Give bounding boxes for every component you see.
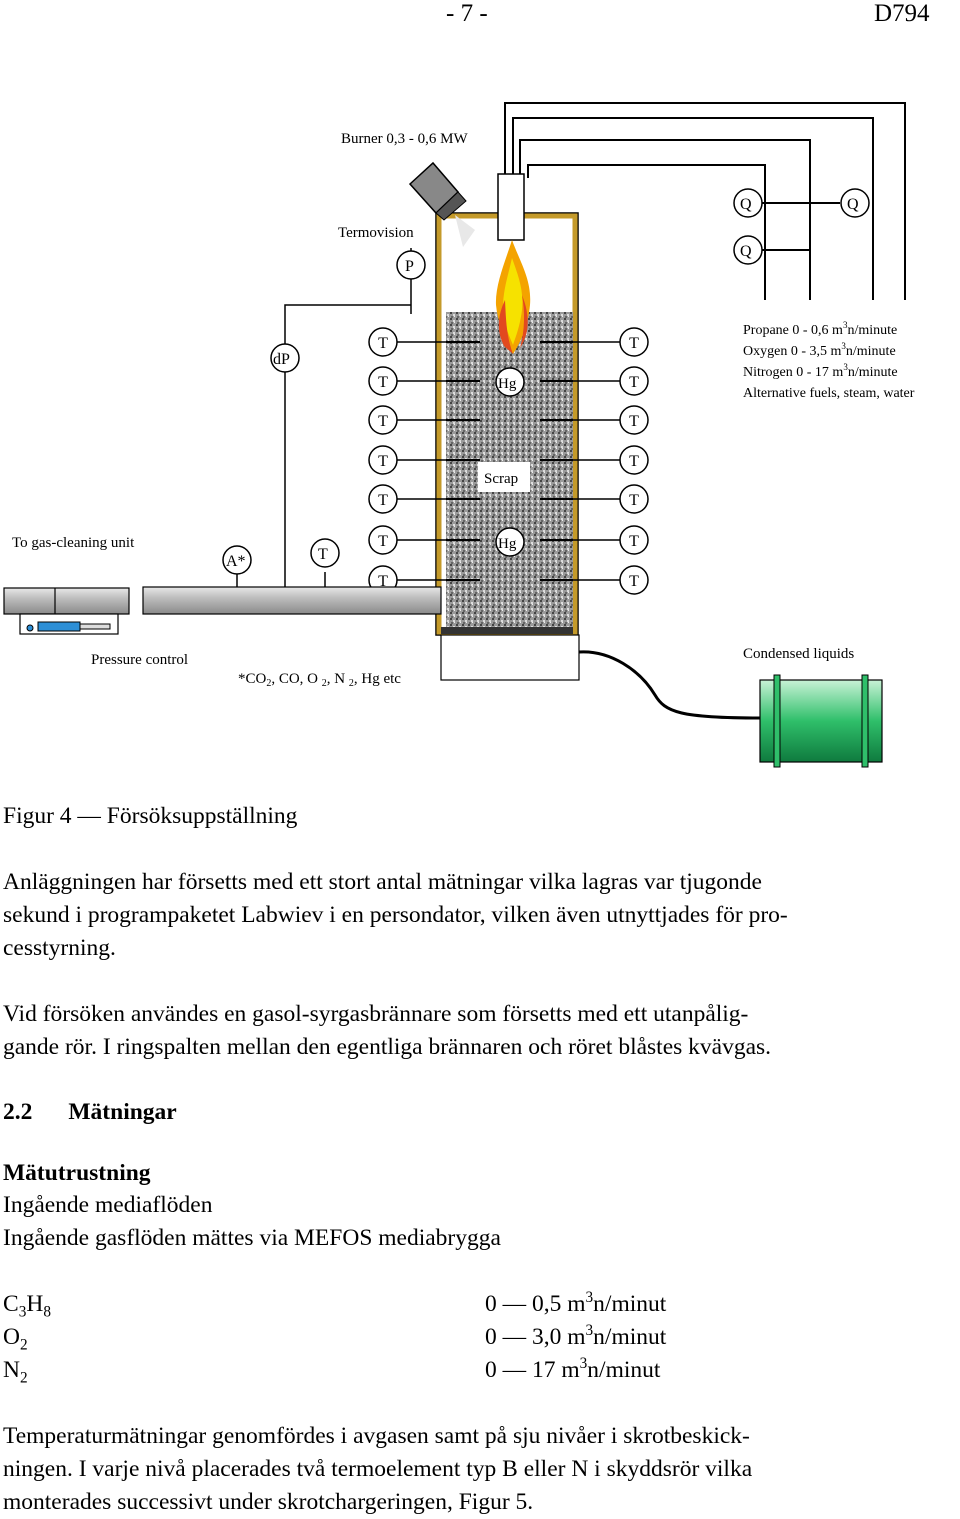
- svg-text:T: T: [378, 492, 388, 509]
- condensate-tank: [759, 674, 883, 768]
- pressure-control-unit: [3, 587, 130, 635]
- q-label-1: Q: [740, 196, 752, 213]
- svg-text:T: T: [629, 533, 639, 550]
- gas-cleaning-label: To gas-cleaning unit: [12, 535, 135, 551]
- thermocouples-left: [396, 341, 480, 581]
- termovision-label: Termovision: [338, 225, 414, 241]
- gas-row: N2 0 — 17 m3n/minut: [3, 1355, 661, 1387]
- gas-row: C3H8 0 — 0,5 m3n/minut: [3, 1289, 667, 1321]
- dp-label: dP: [273, 351, 290, 368]
- flow-meter-q: [733, 188, 870, 265]
- hg-label-bottom: Hg: [498, 536, 517, 552]
- page-number: - 7 -: [446, 0, 488, 27]
- gases-note: *CO2, CO, O 2, N 2, Hg etc: [238, 671, 401, 689]
- svg-text:Oxygen 0 - 3,5 m3n/minute: Oxygen 0 - 3,5 m3n/minute: [743, 341, 896, 359]
- experimental-setup-diagram: Burner 0,3 - 0,6 MW Termovision P Q Q Q …: [3, 102, 915, 768]
- subsection-heading: Mätutrustning: [3, 1160, 151, 1186]
- burner: [495, 173, 531, 354]
- svg-text:T: T: [629, 374, 639, 391]
- analyzer-label: A*: [226, 553, 246, 570]
- pressure-p-label: P: [405, 258, 414, 275]
- svg-text:T: T: [629, 413, 639, 430]
- svg-text:T: T: [629, 492, 639, 509]
- gas-supply-lines: [504, 102, 906, 300]
- svg-text:Alternative fuels, steam, wate: Alternative fuels, steam, water: [743, 386, 915, 401]
- reactor-vessel: [435, 212, 580, 681]
- pressure-control-label: Pressure control: [91, 652, 188, 668]
- condensate-hose: [578, 650, 761, 720]
- svg-text:T: T: [378, 374, 388, 391]
- thermocouples-right: [540, 341, 620, 581]
- q-label-2: Q: [847, 196, 859, 213]
- gas-row: O2 0 — 3,0 m3n/minut: [3, 1322, 667, 1354]
- q-label-3: Q: [740, 243, 752, 260]
- svg-text:T: T: [378, 573, 388, 590]
- offgas-temp-label: T: [318, 546, 328, 563]
- figure-caption: Figur 4 — Försöksuppställning: [3, 803, 298, 829]
- paragraph-2: Vid försöken användes en gasol-syrgasbrä…: [3, 1001, 772, 1060]
- scrap-label: Scrap: [484, 471, 518, 487]
- paragraph-3: Temperaturmätningar genomfördes i avgase…: [3, 1423, 753, 1515]
- document-id: D794: [874, 0, 930, 27]
- svg-text:Propane 0 - 0,6 m3n/minute: Propane 0 - 0,6 m3n/minute: [743, 320, 897, 338]
- dp-measurement: [284, 304, 411, 590]
- svg-text:T: T: [629, 335, 639, 352]
- svg-text:T: T: [378, 453, 388, 470]
- hg-label-top: Hg: [498, 376, 517, 392]
- svg-text:T: T: [378, 335, 388, 352]
- svg-text:Nitrogen 0 - 17 m3n/minute: Nitrogen 0 - 17 m3n/minute: [743, 362, 898, 380]
- flow-rates-list: Propane 0 - 0,6 m3n/minute Oxygen 0 - 3,…: [743, 320, 915, 401]
- burner-label: Burner 0,3 - 0,6 MW: [341, 131, 468, 147]
- media-lines: Ingående mediaflöden Ingående gasflöden …: [3, 1192, 501, 1251]
- svg-text:T: T: [378, 533, 388, 550]
- thermocouple-labels: T T T T T T T T T T T T T T: [378, 335, 639, 590]
- termovision-camera: [408, 161, 475, 247]
- svg-text:T: T: [629, 453, 639, 470]
- gas-flow-table: C3H8 0 — 0,5 m3n/minut O2 0 — 3,0 m3n/mi…: [3, 1288, 743, 1387]
- svg-text:T: T: [378, 413, 388, 430]
- condensed-liquids-label: Condensed liquids: [743, 646, 854, 662]
- paragraph-1: Anläggningen har försetts med ett stort …: [3, 869, 788, 961]
- svg-text:T: T: [629, 573, 639, 590]
